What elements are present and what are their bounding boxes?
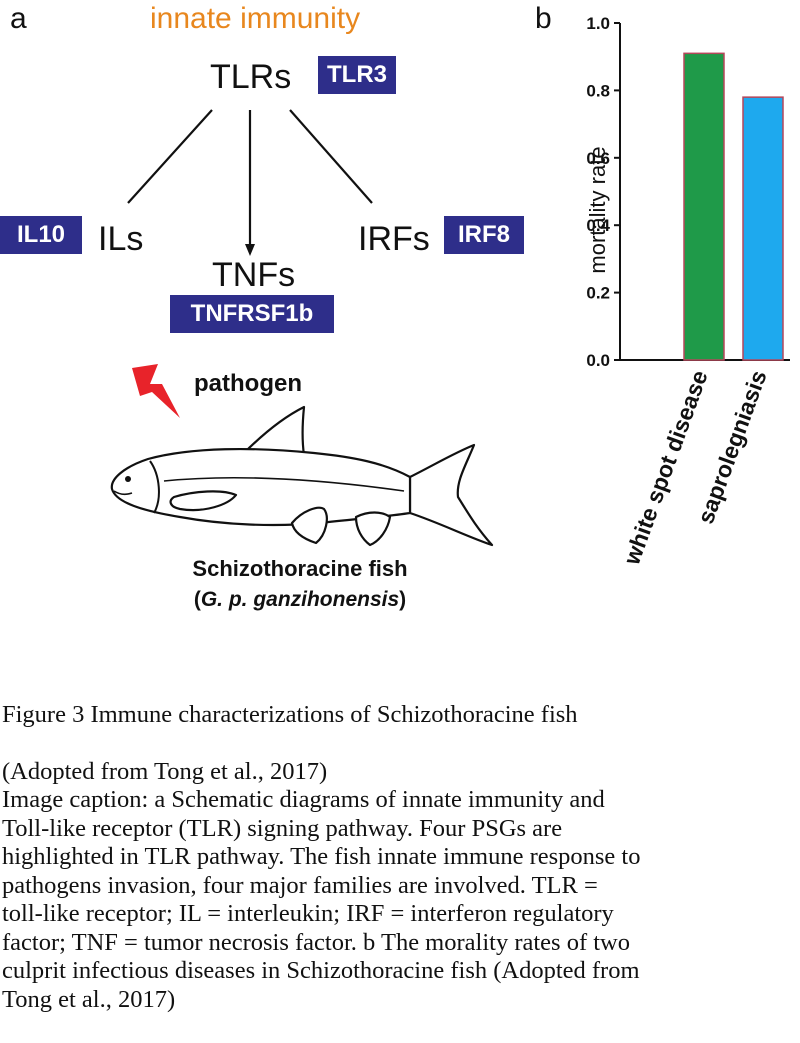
fish-name: Schizothoracine fish <box>192 556 408 581</box>
pathogen-label: pathogen <box>194 370 302 397</box>
node-irfs: IRFs <box>358 220 430 258</box>
lightning-icon <box>132 364 180 418</box>
caption-line: pathogens invasion, four major families … <box>2 871 598 899</box>
gill-line <box>149 460 160 514</box>
fish-species: G. p. ganzihonensis <box>200 588 400 611</box>
bars <box>683 52 784 361</box>
panel-b-letter: b <box>535 2 552 35</box>
caption-line: (Adopted from Tong et al., 2017) <box>2 757 328 785</box>
mortality-bar-chart: 0.0 0.2 0.4 0.6 0.8 1.0 white spot diseasesap… <box>585 14 790 569</box>
y-tick-label: 0.0 <box>586 351 610 370</box>
pathway-connectors <box>127 109 373 256</box>
caption-line: highlighted in TLR pathway. The fish inn… <box>2 843 641 870</box>
tail-fin <box>408 443 494 547</box>
panel-a-letter: a <box>10 2 27 35</box>
badge-tlr3: TLR3 <box>318 56 396 94</box>
y-tick-label: 0.6 <box>586 149 610 168</box>
node-tnfs: TNFs <box>212 256 296 294</box>
y-axis-label: mortality rate <box>585 146 610 273</box>
figure-caption: Figure 3 Immune characterizations of Sch… <box>2 672 800 1043</box>
caption-line: toll-like receptor; IL = interleukin; IR… <box>2 900 614 927</box>
arrowhead-tnfs <box>245 244 255 256</box>
diagram-title: innate immunity <box>150 2 361 35</box>
bar <box>742 96 784 361</box>
lateral-line <box>163 477 405 492</box>
figure-title: Figure 3 Immune characterizations of Sch… <box>2 700 578 728</box>
y-tick-label: 0.4 <box>586 216 610 235</box>
fish-mouth <box>113 490 133 496</box>
fish-eye <box>125 476 131 482</box>
caption-line: factor; TNF = tumor necrosis factor. b T… <box>2 928 630 956</box>
y-tick-label: 0.8 <box>586 81 610 100</box>
y-tick-label: 0.2 <box>586 284 610 303</box>
bar <box>683 52 725 361</box>
y-tick-label: 1.0 <box>586 14 610 33</box>
fish-species-line: (G. p. ganzihonensis) <box>193 588 407 611</box>
pelvic-fin <box>290 506 328 545</box>
anal-fin <box>354 511 392 547</box>
caption-line: culprit infectious diseases in Schizotho… <box>2 957 640 984</box>
badge-tnfrsf1b: TNFRSF1b <box>170 295 334 333</box>
node-tlrs: TLRs <box>210 58 292 96</box>
badge-il10: IL10 <box>0 216 82 254</box>
caption-line: Image caption: a Schematic diagrams of i… <box>2 786 605 813</box>
node-ils: ILs <box>98 220 144 258</box>
y-axis: 0.0 0.2 0.4 0.6 0.8 1.0 <box>586 14 790 370</box>
caption-line: Toll-like receptor (TLR) signing pathway… <box>2 814 563 842</box>
caption-body: (Adopted from Tong et al., 2017)Image ca… <box>2 758 800 1015</box>
badge-irf8: IRF8 <box>444 216 524 254</box>
dorsal-fin <box>242 405 306 457</box>
connector-tlrs-irfs <box>289 109 373 204</box>
caption-line: Tong et al., 2017) <box>2 985 176 1013</box>
x-tick-label: white spot disease <box>618 367 713 569</box>
pectoral-fin <box>169 490 238 512</box>
fish-illustration <box>110 405 494 547</box>
connector-tlrs-ils <box>127 109 213 204</box>
